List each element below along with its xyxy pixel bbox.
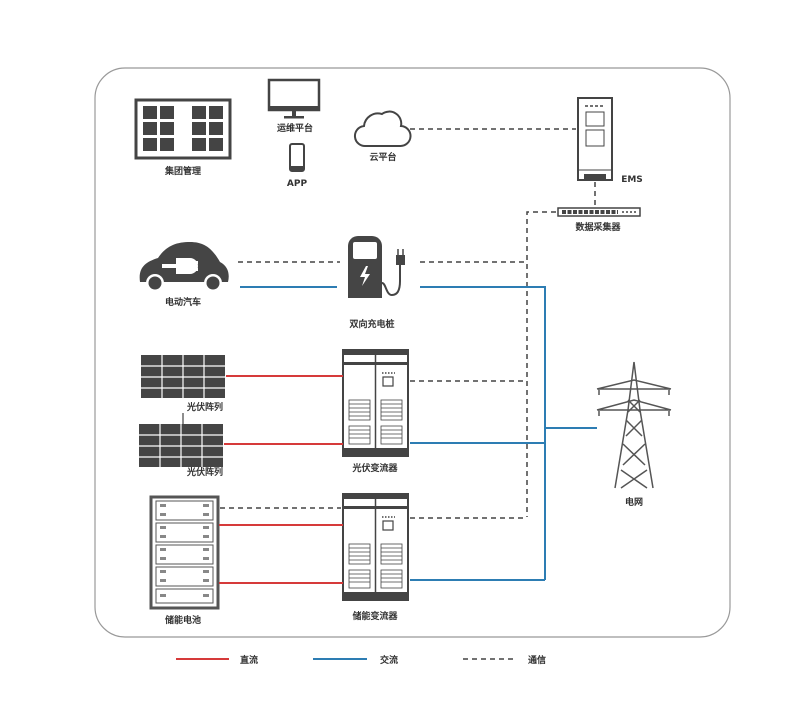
battery-rack-icon <box>149 495 220 610</box>
pv-array-2-label: 光伏阵列 <box>186 466 223 478</box>
grid-label: 电网 <box>625 496 643 508</box>
legend-dc-label: 直流 <box>240 654 258 666</box>
group-management-label: 集团管理 <box>164 165 201 177</box>
comm-lines <box>220 128 596 519</box>
pv-array-2-icon <box>139 424 223 467</box>
ev-label: 电动汽车 <box>165 296 201 308</box>
data-collector-label: 数据采集器 <box>575 221 621 233</box>
cloud-icon <box>354 110 412 148</box>
app-label: APP <box>287 179 308 189</box>
cloud-platform-label: 云平台 <box>369 151 396 163</box>
power-tower-icon <box>596 361 672 489</box>
pv-array-1-label: 光伏阵列 <box>186 401 223 413</box>
diagram-frame <box>94 67 731 638</box>
data-collector-icon <box>557 207 641 217</box>
ems-label: EMS <box>621 175 643 185</box>
legend-ac-label: 交流 <box>380 654 398 666</box>
storage-inverter-label: 储能变流器 <box>352 610 398 622</box>
ac-bus <box>420 286 546 580</box>
phone-icon <box>289 143 305 172</box>
pv-inverter-icon <box>342 349 409 457</box>
battery-label: 储能电池 <box>165 614 201 626</box>
monitor-icon <box>267 78 321 119</box>
group-management-icon <box>134 98 232 160</box>
ops-platform-label: 运维平台 <box>277 122 313 134</box>
pv-array-1-icon <box>141 355 225 398</box>
charger-label: 双向充电桩 <box>349 318 394 330</box>
electric-car-icon <box>139 242 229 292</box>
pv-inverter-label: 光伏变流器 <box>351 462 398 474</box>
ac-lines <box>240 286 597 581</box>
comm-bus <box>526 211 556 517</box>
dc-lines <box>219 375 343 584</box>
storage-inverter-icon <box>342 493 409 601</box>
ems-cabinet-icon <box>577 97 613 181</box>
legend-comm-label: 通信 <box>528 654 546 666</box>
legend: 直流 交流 通信 <box>176 654 546 666</box>
charging-pile-icon <box>348 236 405 298</box>
